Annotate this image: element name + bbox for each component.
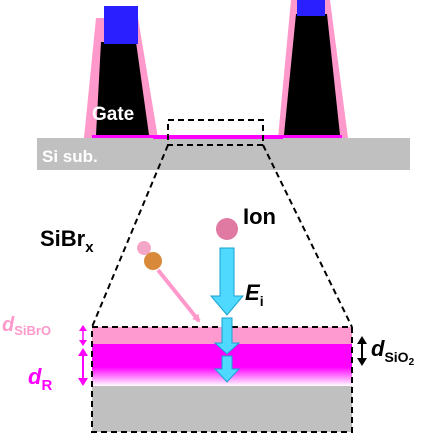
ion-depth-arrow	[213, 355, 241, 383]
ion-energy-arrow	[209, 247, 245, 316]
ion-label: Ion	[243, 204, 276, 229]
substrate-bar	[37, 138, 410, 170]
left-gate-cap	[104, 6, 138, 44]
zoom-line-left	[91, 144, 169, 328]
dsio2-label: dSiO2	[371, 336, 415, 368]
dr-label: dR	[28, 364, 52, 394]
right-gate-oxide	[282, 135, 342, 138]
reactant-br-ball	[144, 252, 162, 270]
gate-label: Gate	[92, 104, 134, 125]
reactant-trajectory-arrow	[156, 268, 201, 323]
dr-dimension-arrow	[78, 348, 88, 386]
reactant-si-ball	[137, 241, 151, 255]
dsio2-dimension-arrow	[357, 336, 367, 366]
right-gate-body	[284, 14, 340, 135]
dsibro-dimension-arrow	[79, 325, 87, 346]
channel-gate-oxide	[153, 135, 283, 139]
zoomed-substrate	[92, 386, 352, 432]
substrate-label: Si sub.	[42, 147, 98, 166]
right-gate-cap	[297, 0, 325, 16]
left-gate-oxide	[92, 135, 155, 138]
zoom-line-right	[262, 144, 353, 328]
left-gate-body	[96, 42, 149, 135]
reactant-label: SiBrx	[40, 226, 94, 256]
ion-penetration-arrow	[213, 317, 241, 355]
dsibro-label: dSiBrO	[2, 314, 51, 338]
ion-energy-label: Ei	[245, 280, 264, 309]
ion-ball	[216, 218, 238, 240]
